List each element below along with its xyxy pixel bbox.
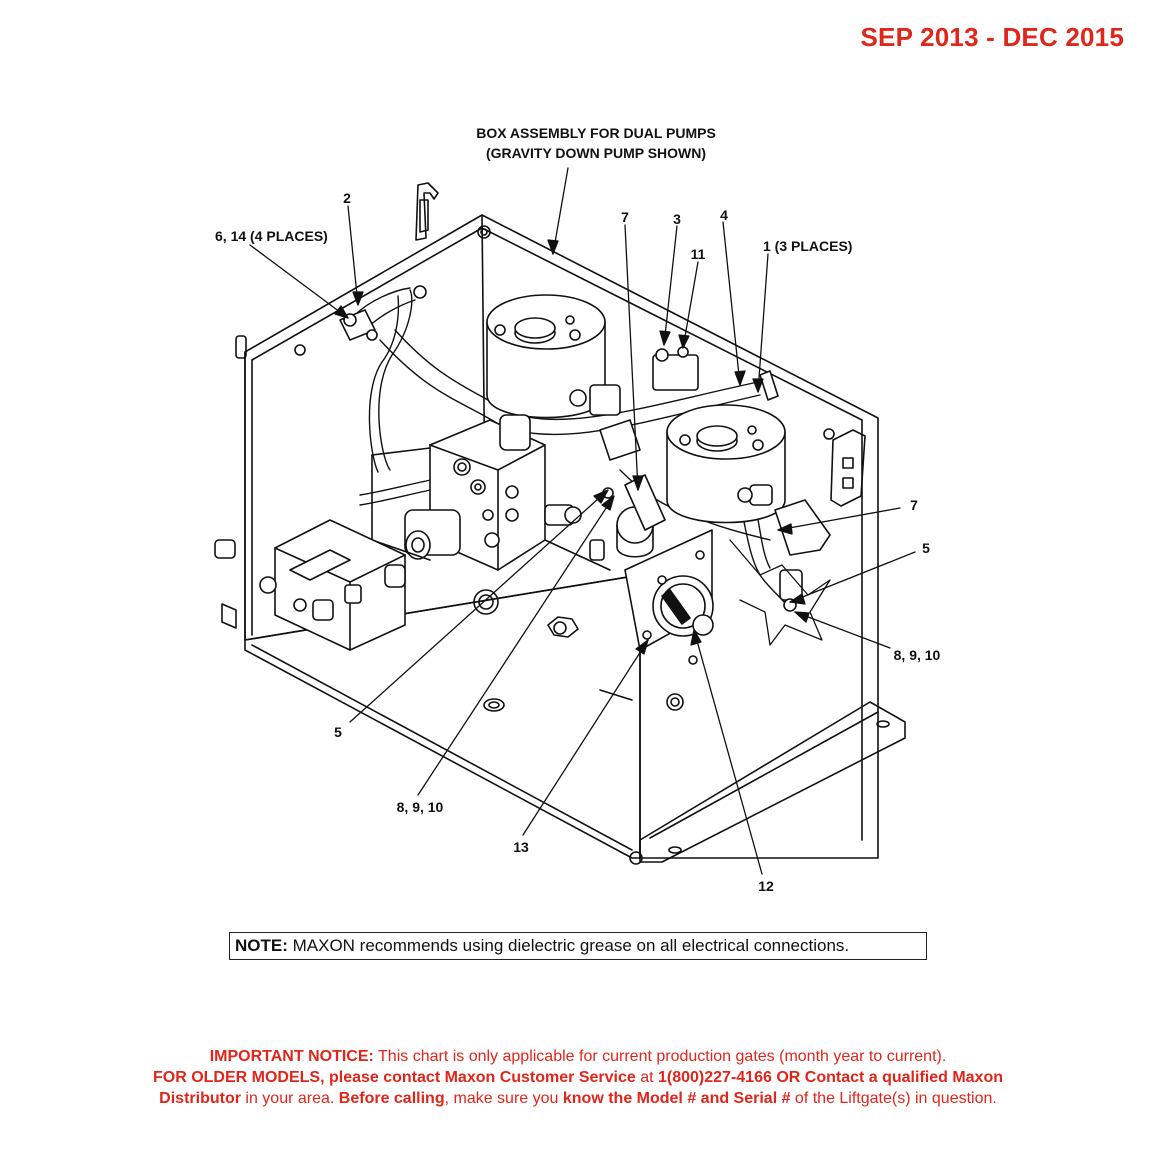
notice-l3-bold2: Before calling: [338, 1090, 445, 1107]
callout-4: 4: [720, 207, 728, 223]
reservoir-fittings: [339, 285, 831, 612]
notice-line-2: FOR OLDER MODELS, please contact Maxon C…: [0, 1067, 1156, 1088]
start-solenoid: [259, 519, 406, 651]
note-label: NOTE:: [235, 936, 288, 955]
notice-l3-bold3: know the Model # and Serial #: [562, 1090, 791, 1107]
notice-l3-bold: Distributor: [159, 1090, 241, 1107]
callout-12: 12: [758, 878, 774, 894]
note-box: NOTE: MAXON recommends using dielectric …: [229, 932, 927, 960]
notice-l1-bold: IMPORTANT NOTICE:: [209, 1048, 374, 1065]
callout-11: 11: [691, 246, 706, 262]
notice-l3-text: in your area.: [240, 1090, 339, 1107]
date-range: SEP 2013 - DEC 2015: [860, 22, 1124, 52]
notice-l2-bold2: 1(800)227-4166 OR Contact a qualified Ma…: [658, 1069, 1003, 1086]
callout-6-14: 6, 14 (4 PLACES): [215, 228, 328, 244]
callout-1: 1 (3 PLACES): [763, 238, 852, 254]
notice-l1-text: This chart is only applicable for curren…: [373, 1048, 947, 1065]
leader-lines: [249, 167, 916, 875]
selector-switch: [624, 529, 714, 665]
notice-l2-text: at: [635, 1069, 658, 1086]
notice-l3-text2: , make sure you: [444, 1090, 563, 1107]
important-notice: IMPORTANT NOTICE: This chart is only app…: [0, 1046, 1156, 1109]
pump-motor-left: [486, 294, 606, 419]
callout-5-left: 5: [334, 724, 342, 740]
diagram-title-line2: (GRAVITY DOWN PUMP SHOWN): [486, 145, 706, 161]
valve-manifold: [404, 414, 582, 571]
notice-line-3: Distributor in your area. Before calling…: [0, 1088, 1156, 1109]
diagram-title-line1: BOX ASSEMBLY FOR DUAL PUMPS: [476, 125, 716, 141]
callout-7-right: 7: [910, 497, 918, 513]
notice-line-1: IMPORTANT NOTICE: This chart is only app…: [0, 1046, 1156, 1067]
callout-8-9-10-bottom: 8, 9, 10: [397, 799, 444, 815]
detail-cutaway: [729, 539, 831, 646]
callout-5-right: 5: [922, 540, 930, 556]
notice-l3-text3: of the Liftgate(s) in question.: [790, 1090, 997, 1107]
callout-13: 13: [513, 839, 529, 855]
callout-8-9-10-right: 8, 9, 10: [894, 647, 941, 663]
callout-7-top: 7: [621, 209, 629, 225]
callout-labels: BOX ASSEMBLY FOR DUAL PUMPS (GRAVITY DOW…: [215, 125, 941, 894]
note-text: MAXON recommends using dielectric grease…: [287, 936, 850, 955]
callout-3: 3: [673, 211, 681, 227]
callout-2: 2: [343, 190, 351, 206]
notice-l2-bold: FOR OLDER MODELS, please contact Maxon C…: [152, 1069, 636, 1086]
